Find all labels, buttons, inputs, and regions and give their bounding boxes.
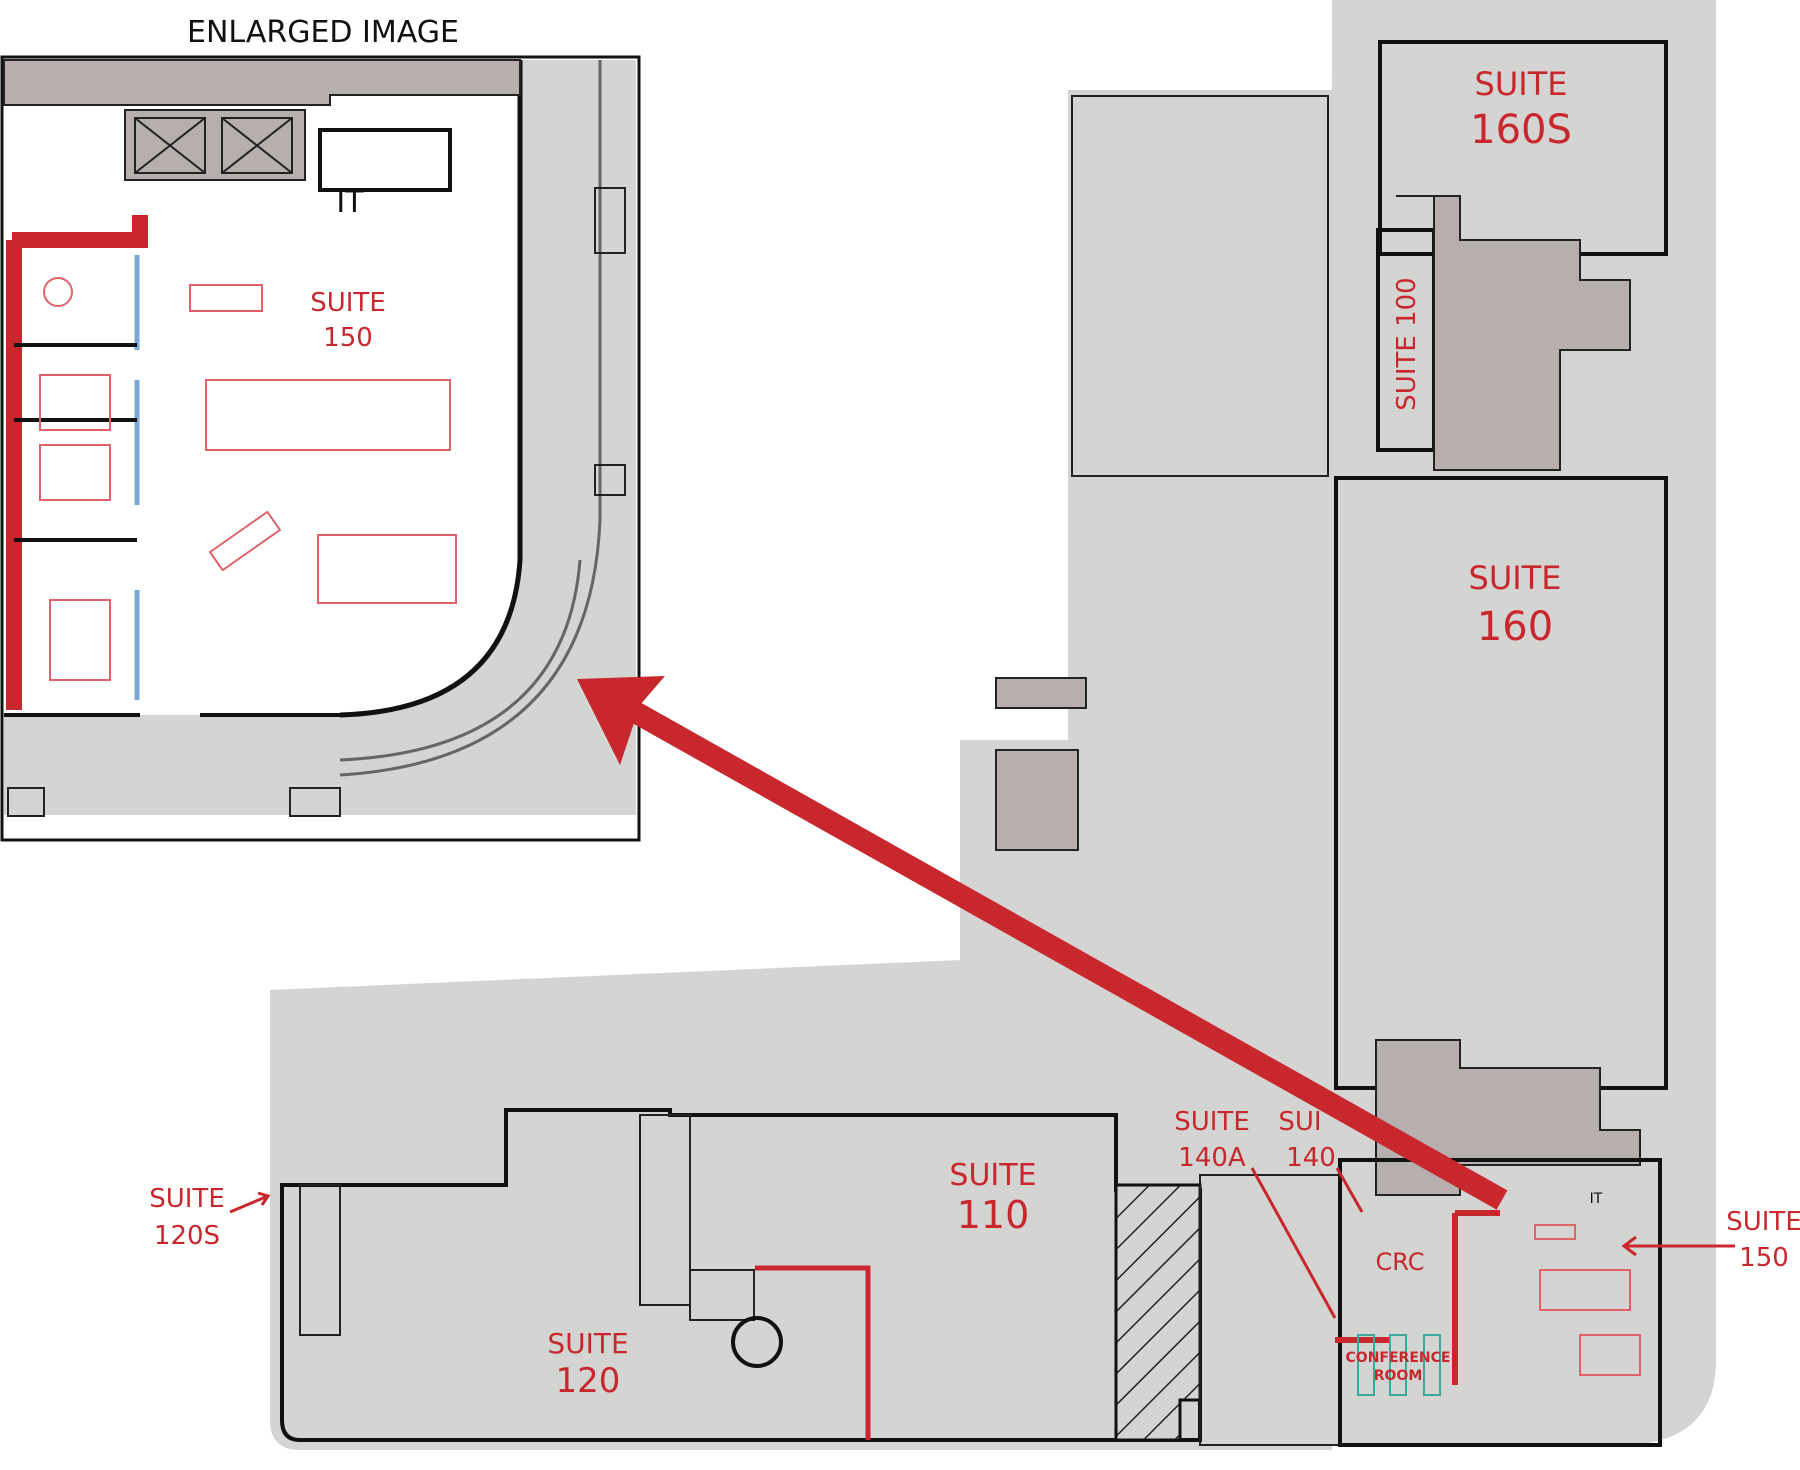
suite-100-label: SUITE 100 xyxy=(1392,277,1422,410)
inset-suite-label: SUITE xyxy=(310,288,386,318)
suite-140a-number: 140A xyxy=(1178,1143,1246,1173)
inset-it-label: IT xyxy=(336,185,364,220)
suite-150-label: SUITE xyxy=(1726,1207,1800,1237)
suite-160s-number: 160S xyxy=(1470,107,1572,153)
suite-160-number: 160 xyxy=(1477,604,1553,650)
it-room-label: IT xyxy=(1590,1191,1603,1207)
suite-140-number: 140 xyxy=(1286,1143,1336,1173)
suite-150-number: 150 xyxy=(1739,1243,1789,1273)
suite-140a-label: SUITE xyxy=(1174,1107,1250,1137)
conference-furniture xyxy=(1357,1334,1441,1396)
lower-wing-walls xyxy=(280,1108,1662,1447)
suite-120s-number: 120S xyxy=(154,1221,220,1251)
suite-160-label: SUITE xyxy=(1469,559,1562,597)
suite-160s-label: SUITE xyxy=(1475,65,1568,103)
suite-150-furniture xyxy=(1534,1224,1641,1376)
conference-room-label-line2: ROOM xyxy=(1374,1368,1423,1384)
suite-120-number: 120 xyxy=(556,1361,621,1401)
inset-suite-number: 150 xyxy=(323,323,373,353)
callout-arrows xyxy=(229,1167,1735,1319)
suite-110-number: 110 xyxy=(957,1193,1030,1237)
crc-label: CRC xyxy=(1376,1248,1425,1276)
suite-120-label: SUITE xyxy=(547,1327,628,1360)
inset-title: ENLARGED IMAGE xyxy=(187,15,459,50)
conference-room-label-line1: CONFERENCE xyxy=(1346,1350,1451,1366)
suite-120s-label: SUITE xyxy=(149,1184,225,1214)
suite-110-label: SUITE xyxy=(949,1158,1036,1193)
enlarged-image-inset xyxy=(0,55,641,842)
pointer-arrow xyxy=(577,676,1508,1210)
suite-140-label: SUI xyxy=(1278,1107,1321,1137)
